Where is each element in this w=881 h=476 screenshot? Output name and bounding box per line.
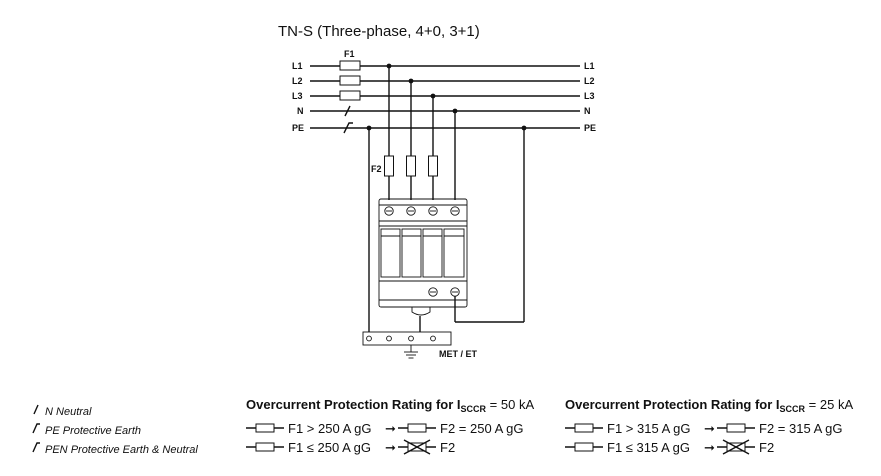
terminal-icon (428, 206, 438, 216)
right-label-l2: L2 (584, 76, 595, 86)
fuse-icon (574, 442, 594, 452)
left-label-l2: L2 (292, 76, 303, 86)
svg-text:F1 > 250 A gG: F1 > 250 A gG (288, 421, 371, 436)
cross-icon (403, 439, 431, 455)
fuse-icon (255, 423, 275, 433)
rating-heading: Overcurrent Protection Rating for ISCCR … (565, 397, 853, 414)
cross-icon (722, 439, 750, 455)
fuse-f1-l3 (339, 90, 361, 101)
f1-label: F1 (344, 49, 355, 59)
svg-text:F2 = 250 A gG: F2 = 250 A gG (440, 421, 523, 436)
fuse-icon (407, 423, 427, 433)
terminal-icon (428, 287, 438, 297)
svg-text:F1 ≤ 250 A gG: F1 ≤ 250 A gG (288, 440, 371, 455)
earth-wiring (368, 128, 525, 332)
left-label-l1: L1 (292, 61, 303, 71)
fuse-f2-l1 (384, 155, 394, 177)
junction-dots (366, 63, 527, 131)
fuse-f2-l3 (428, 155, 438, 177)
left-label-n: N (297, 106, 304, 116)
svg-text:F2 = 315 A gG: F2 = 315 A gG (759, 421, 842, 436)
rating-50ka: Overcurrent Protection Rating for ISCCR … (246, 397, 534, 455)
right-label-pe: PE (584, 123, 596, 133)
f2-fuses (384, 155, 438, 177)
terminal-icon (450, 206, 460, 216)
legend: N Neutral PE Protective Earth PEN Protec… (32, 404, 198, 456)
fuse-icon (574, 423, 594, 433)
f2-label: F2 (371, 164, 382, 174)
surge-protective-device (378, 198, 468, 316)
fuse-f2-l2 (406, 155, 416, 177)
right-label-l3: L3 (584, 91, 595, 101)
svg-text:F2: F2 (759, 440, 774, 455)
terminal-icon (406, 206, 416, 216)
legend-pen: PEN Protective Earth & Neutral (45, 444, 198, 456)
left-label-pe: PE (292, 123, 304, 133)
svg-text:F1 ≤ 315 A gG: F1 ≤ 315 A gG (607, 440, 690, 455)
svg-text:➞: ➞ (385, 440, 396, 455)
left-label-l3: L3 (292, 91, 303, 101)
diagram-title: TN-S (Three-phase, 4+0, 3+1) (278, 23, 480, 40)
fuse-icon (726, 423, 746, 433)
svg-text:➞: ➞ (385, 421, 396, 436)
legend-n: N Neutral (45, 406, 92, 418)
neutral-slash-icon (344, 105, 351, 117)
rating-heading: Overcurrent Protection Rating for ISCCR … (246, 397, 534, 414)
fuse-icon (255, 442, 275, 452)
pe-slash-icon (32, 423, 40, 434)
pe-slash-icon (343, 122, 353, 134)
right-label-n: N (584, 106, 591, 116)
neutral-slash-icon (33, 404, 39, 415)
earthing-bar (362, 331, 452, 359)
svg-text:➞: ➞ (704, 421, 715, 436)
fuse-f1-l1 (339, 60, 361, 71)
legend-pe: PE Protective Earth (45, 425, 141, 437)
f1-fuses (339, 60, 361, 101)
svg-text:F2: F2 (440, 440, 455, 455)
svg-text:F1 > 315 A gG: F1 > 315 A gG (607, 421, 690, 436)
right-label-l1: L1 (584, 61, 595, 71)
ground-label: MET / ET (439, 349, 478, 359)
svg-text:➞: ➞ (704, 440, 715, 455)
drop-wires (388, 66, 456, 200)
rating-25ka: Overcurrent Protection Rating for ISCCR … (565, 397, 853, 455)
pen-slash-icon (32, 442, 40, 453)
fuse-f1-l2 (339, 75, 361, 86)
terminal-icon (384, 206, 394, 216)
